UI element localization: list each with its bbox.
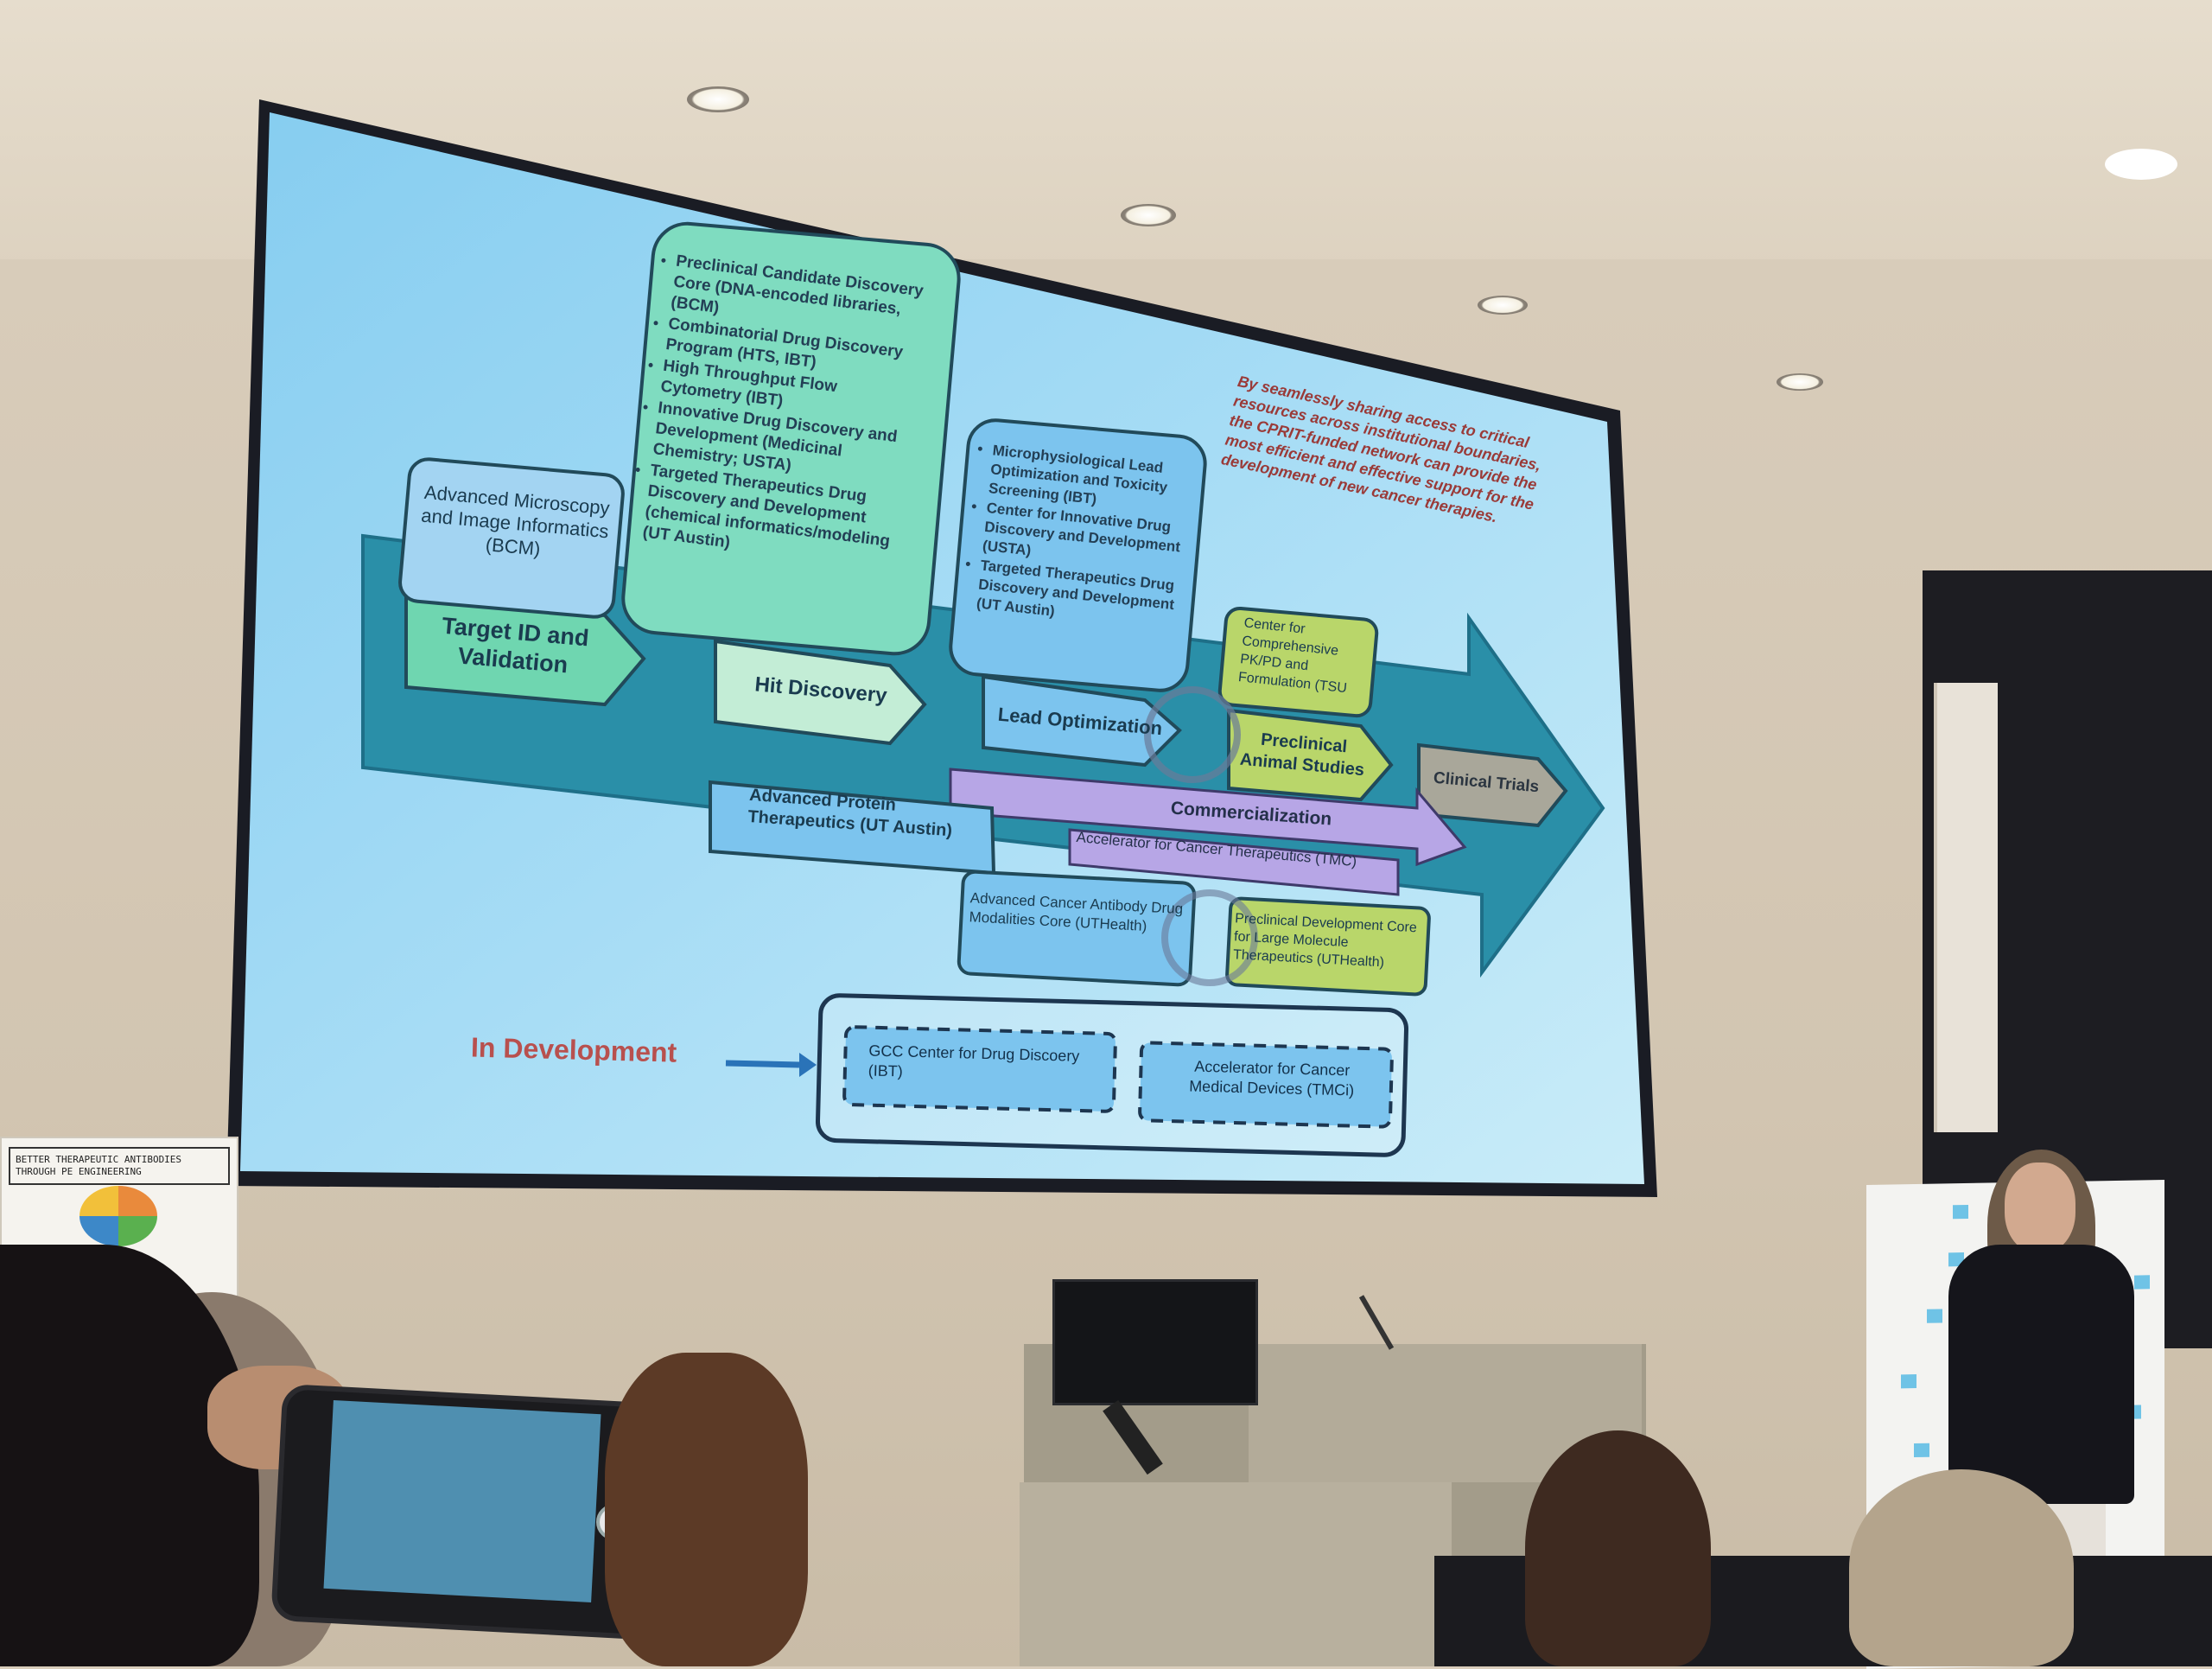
in-development-label: In Development bbox=[470, 1031, 677, 1068]
box-hit-shape bbox=[621, 221, 961, 656]
stage-preclinical-shape bbox=[1227, 708, 1394, 802]
slide-intro-text: By seamlessly sharing access to critical… bbox=[1219, 372, 1543, 526]
stage-hit-shape bbox=[714, 639, 927, 746]
box-large-molecule-label: Preclinical Development Core for Large M… bbox=[1232, 911, 1418, 971]
box-lead-list: Microphysiological Lead Optimization and… bbox=[957, 439, 1190, 634]
audience-member-head bbox=[1849, 1469, 2074, 1666]
ceiling-light bbox=[1478, 296, 1528, 315]
sticky-note bbox=[1953, 1204, 1968, 1220]
box-large-molecule-shape bbox=[1225, 896, 1431, 997]
in-development-arrowhead bbox=[799, 1053, 817, 1077]
poster-title: BETTER THERAPEUTIC ANTIBODIES THROUGH PE… bbox=[9, 1147, 230, 1185]
box-protein-label: Advanced Protein Therapeutics (UT Austin… bbox=[747, 785, 953, 841]
sticky-note bbox=[2134, 1275, 2150, 1290]
sticky-note bbox=[1927, 1309, 1942, 1323]
stage-hit-label: Hit Discovery bbox=[753, 672, 888, 708]
presenter-head bbox=[2005, 1163, 2075, 1253]
stage-lead-shape bbox=[982, 674, 1182, 768]
in-development-item-2-shape bbox=[1138, 1041, 1394, 1129]
box-hit-list: Preclinical Candidate Discovery Core (DN… bbox=[622, 249, 932, 575]
ceiling-light bbox=[1121, 204, 1176, 226]
commercialization-label: Commercialization bbox=[1170, 798, 1332, 830]
stage-preclinical-label: Preclinical Animal Studies bbox=[1239, 729, 1365, 780]
box-antibody-label: Advanced Cancer Antibody Drug Modalities… bbox=[969, 889, 1184, 934]
stage-clinical-label: Clinical Trials bbox=[1433, 768, 1540, 797]
commercialization-band bbox=[949, 768, 1467, 867]
in-development-item-1-label: GCC Center for Drug Discoery (IBT) bbox=[868, 1042, 1080, 1080]
in-development-arrow bbox=[725, 1060, 800, 1068]
ceiling-light bbox=[2105, 149, 2177, 180]
in-development-item-1-shape bbox=[842, 1025, 1117, 1113]
accelerator-label: Accelerator for Cancer Therapeutics (TMC… bbox=[1075, 828, 1357, 870]
in-development-item-2-label: Accelerator for Cancer Medical Devices (… bbox=[1188, 1057, 1355, 1099]
audience-member-head bbox=[1525, 1430, 1711, 1666]
cycle-arrow-upper bbox=[1144, 686, 1241, 783]
podium-monitor bbox=[1052, 1279, 1258, 1405]
box-pkpd-label: Center for Comprehensive PK/PD and Formu… bbox=[1237, 615, 1348, 697]
presenter bbox=[1948, 1245, 2134, 1504]
ceiling-light bbox=[687, 86, 749, 112]
sticky-note bbox=[1901, 1373, 1916, 1389]
smartphone-screen bbox=[323, 1400, 601, 1602]
podium-lower bbox=[1020, 1482, 1452, 1666]
box-lead-shape bbox=[949, 418, 1207, 692]
accelerator-bar bbox=[1068, 828, 1400, 896]
ceiling-light bbox=[1777, 373, 1823, 391]
sticky-note bbox=[1914, 1443, 1929, 1458]
wall-column bbox=[1934, 683, 1998, 1132]
box-pkpd-shape bbox=[1217, 606, 1379, 718]
poster-diagram bbox=[79, 1186, 157, 1246]
box-antibody-shape bbox=[957, 870, 1197, 987]
stage-target-label: Target ID and Validation bbox=[441, 612, 590, 678]
box-microscopy-shape bbox=[398, 457, 625, 619]
stage-lead-label: Lead Optimization bbox=[996, 703, 1164, 740]
box-microscopy-label: Advanced Microscopy and Image Informatic… bbox=[420, 481, 611, 560]
cycle-arrow-lower bbox=[1161, 889, 1258, 986]
audience-hand-right bbox=[605, 1353, 808, 1666]
